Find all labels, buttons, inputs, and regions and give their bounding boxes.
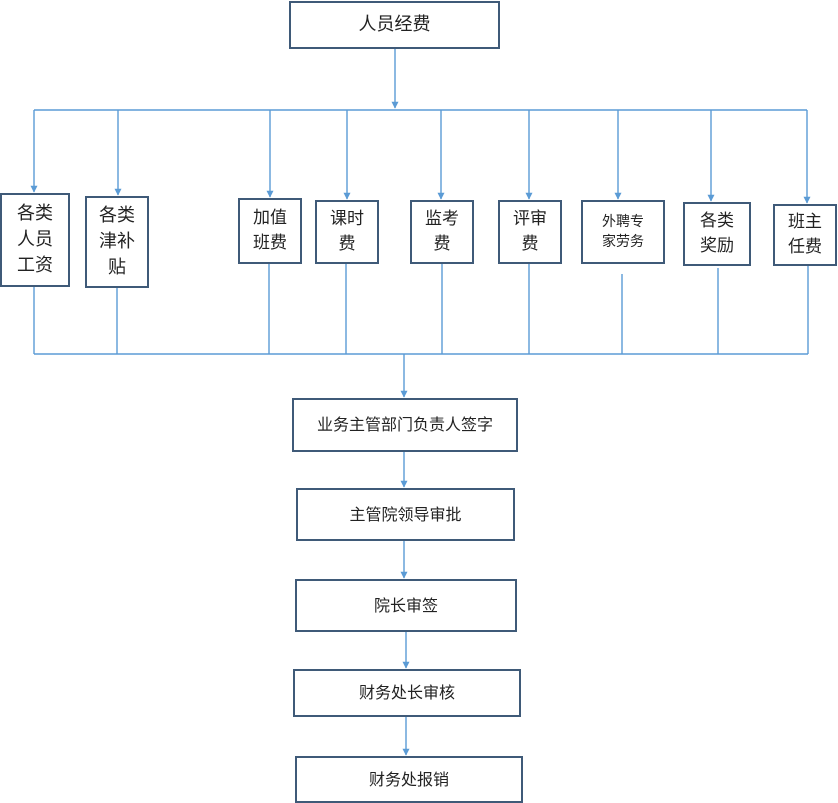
category-node-4: 课时 费 (315, 200, 379, 264)
category-label-4: 课时 费 (330, 209, 364, 254)
step-label-3: 院长审签 (373, 595, 438, 615)
category-node-9: 班主 任费 (773, 204, 837, 266)
category-node-3: 加值 班费 (238, 198, 302, 264)
category-node-8: 各类 奖励 (683, 202, 751, 266)
category-label-3: 加值 班费 (253, 208, 287, 253)
step-node-4: 财务处长审核 (293, 669, 521, 717)
category-node-1: 各类 人员 工资 (0, 193, 70, 287)
category-node-6: 评审 费 (498, 200, 562, 264)
category-label-1: 各类 人员 工资 (17, 202, 53, 277)
category-label-7: 外聘专 家劳务 (602, 213, 644, 250)
step-label-2: 主管院领导审批 (349, 504, 462, 524)
root-node-label: 人员经费 (358, 13, 431, 35)
category-node-7: 外聘专 家劳务 (581, 200, 665, 264)
category-label-9: 班主 任费 (788, 212, 822, 257)
root-node: 人员经费 (289, 1, 500, 49)
category-node-2: 各类 津补 贴 (85, 196, 149, 288)
step-node-3: 院长审签 (295, 579, 517, 632)
category-label-6: 评审 费 (513, 209, 547, 254)
category-node-5: 监考 费 (410, 200, 474, 264)
step-node-5: 财务处报销 (295, 756, 523, 803)
category-label-8: 各类 奖励 (700, 211, 734, 256)
category-label-2: 各类 津补 贴 (99, 204, 135, 279)
step-label-5: 财务处报销 (368, 769, 449, 789)
step-label-4: 财务处长审核 (358, 683, 455, 703)
category-label-5: 监考 费 (425, 209, 459, 254)
step-label-1: 业务主管部门负责人签字 (316, 415, 493, 435)
step-node-2: 主管院领导审批 (296, 488, 515, 541)
step-node-1: 业务主管部门负责人签字 (292, 398, 518, 452)
